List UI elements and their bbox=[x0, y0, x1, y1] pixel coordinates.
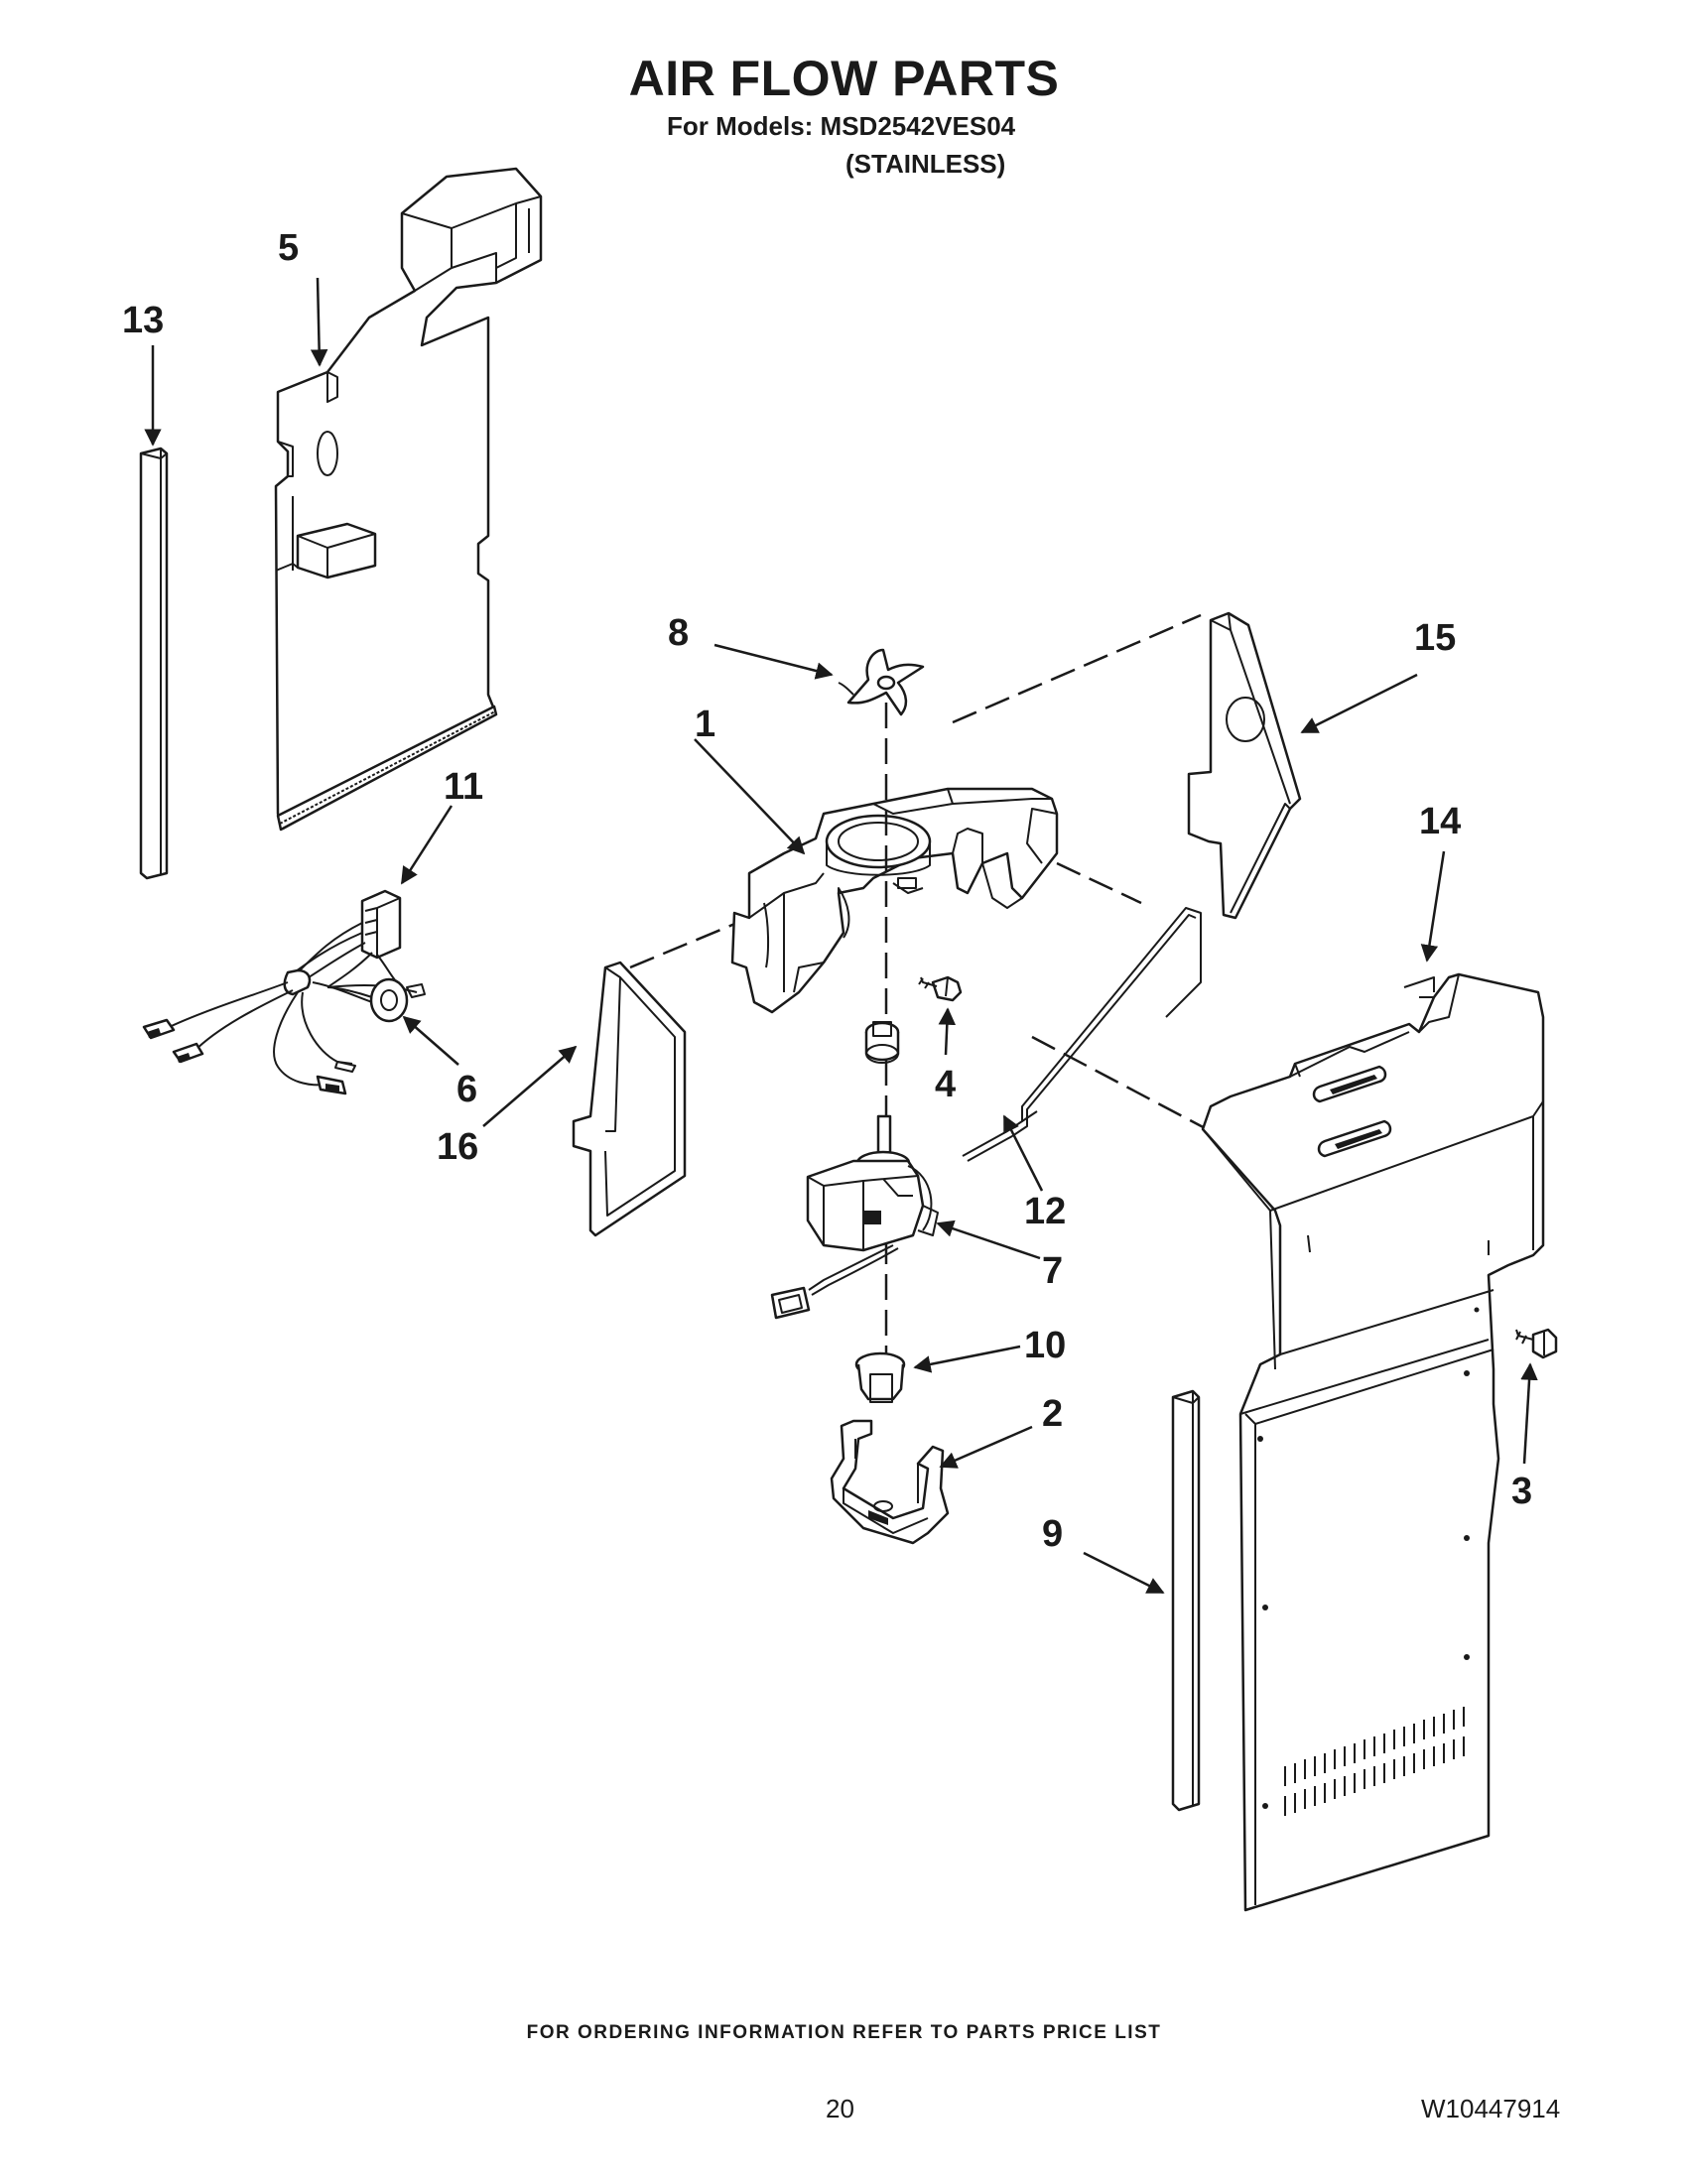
leader-10 bbox=[913, 1345, 1021, 1373]
part-9-gasket-strip bbox=[1171, 1389, 1201, 1812]
part-10-grommet-upper bbox=[864, 1021, 900, 1064]
part-2-motor-bracket bbox=[830, 1419, 950, 1545]
part-15-air-baffle-right bbox=[1187, 611, 1302, 920]
leader-2 bbox=[939, 1425, 1033, 1469]
part-10-grommet-lower bbox=[854, 1351, 906, 1403]
callout-11: 11 bbox=[444, 766, 483, 808]
variant-line: (STAINLESS) bbox=[845, 149, 1006, 179]
leader-14 bbox=[1420, 850, 1446, 963]
part-13-gasket-strip bbox=[139, 447, 169, 880]
leader-7 bbox=[936, 1220, 1041, 1260]
callout-16: 16 bbox=[437, 1126, 478, 1168]
alignment-line-cover bbox=[1031, 1035, 1212, 1133]
models-line: For Models: MSD2542VES04 bbox=[667, 111, 1016, 141]
part-16-air-baffle-left bbox=[572, 961, 687, 1237]
leader-8 bbox=[714, 643, 834, 680]
part-11-wire-harness bbox=[142, 889, 426, 1095]
part-8-fan-blade bbox=[838, 648, 925, 716]
callout-15: 15 bbox=[1414, 617, 1456, 659]
callout-8: 8 bbox=[668, 612, 689, 654]
part-12-wire-support bbox=[962, 907, 1202, 1162]
leader-1 bbox=[694, 738, 806, 855]
leader-lines bbox=[144, 277, 1538, 1595]
ordering-note: FOR ORDERING INFORMATION REFER TO PARTS … bbox=[526, 2022, 1162, 2043]
leader-9 bbox=[1083, 1551, 1165, 1595]
part-14-rear-cover bbox=[1201, 972, 1545, 1912]
callout-7: 7 bbox=[1042, 1250, 1063, 1292]
leader-11 bbox=[400, 805, 454, 885]
callout-3: 3 bbox=[1511, 1471, 1532, 1512]
part-1-fan-shroud bbox=[730, 787, 1059, 1014]
alignment-line-baffle-right bbox=[952, 613, 1202, 724]
callout-labels: 1 2 3 4 5 6 7 8 9 10 11 12 13 14 15 16 bbox=[122, 227, 1532, 1555]
callout-14: 14 bbox=[1419, 801, 1461, 842]
leader-15 bbox=[1300, 673, 1418, 734]
leader-4 bbox=[938, 1007, 957, 1056]
page-title: AIR FLOW PARTS bbox=[628, 51, 1060, 106]
callout-12: 12 bbox=[1024, 1191, 1066, 1232]
callout-10: 10 bbox=[1024, 1325, 1066, 1366]
leader-16 bbox=[482, 1045, 578, 1127]
leader-5 bbox=[310, 277, 328, 367]
part-5-air-duct-panel bbox=[274, 167, 543, 832]
callout-13: 13 bbox=[122, 300, 164, 341]
callout-6: 6 bbox=[456, 1069, 477, 1110]
part-6-grommet bbox=[326, 977, 409, 1023]
callout-2: 2 bbox=[1042, 1393, 1063, 1435]
callout-5: 5 bbox=[278, 227, 299, 269]
part-3-screw bbox=[1515, 1328, 1558, 1359]
part-4-screw bbox=[918, 975, 963, 1002]
document-number: W10447914 bbox=[1421, 2094, 1561, 2123]
leader-12 bbox=[1002, 1114, 1044, 1192]
page-number: 20 bbox=[826, 2094, 854, 2123]
callout-4: 4 bbox=[935, 1064, 956, 1105]
alignment-line-wire-top bbox=[1056, 861, 1142, 905]
alignment-line-baffle-left bbox=[629, 916, 750, 969]
callout-1: 1 bbox=[695, 704, 715, 745]
leader-6 bbox=[402, 1015, 459, 1066]
part-7-fan-motor bbox=[770, 1114, 939, 1320]
callout-9: 9 bbox=[1042, 1513, 1063, 1555]
leader-3 bbox=[1520, 1362, 1538, 1465]
